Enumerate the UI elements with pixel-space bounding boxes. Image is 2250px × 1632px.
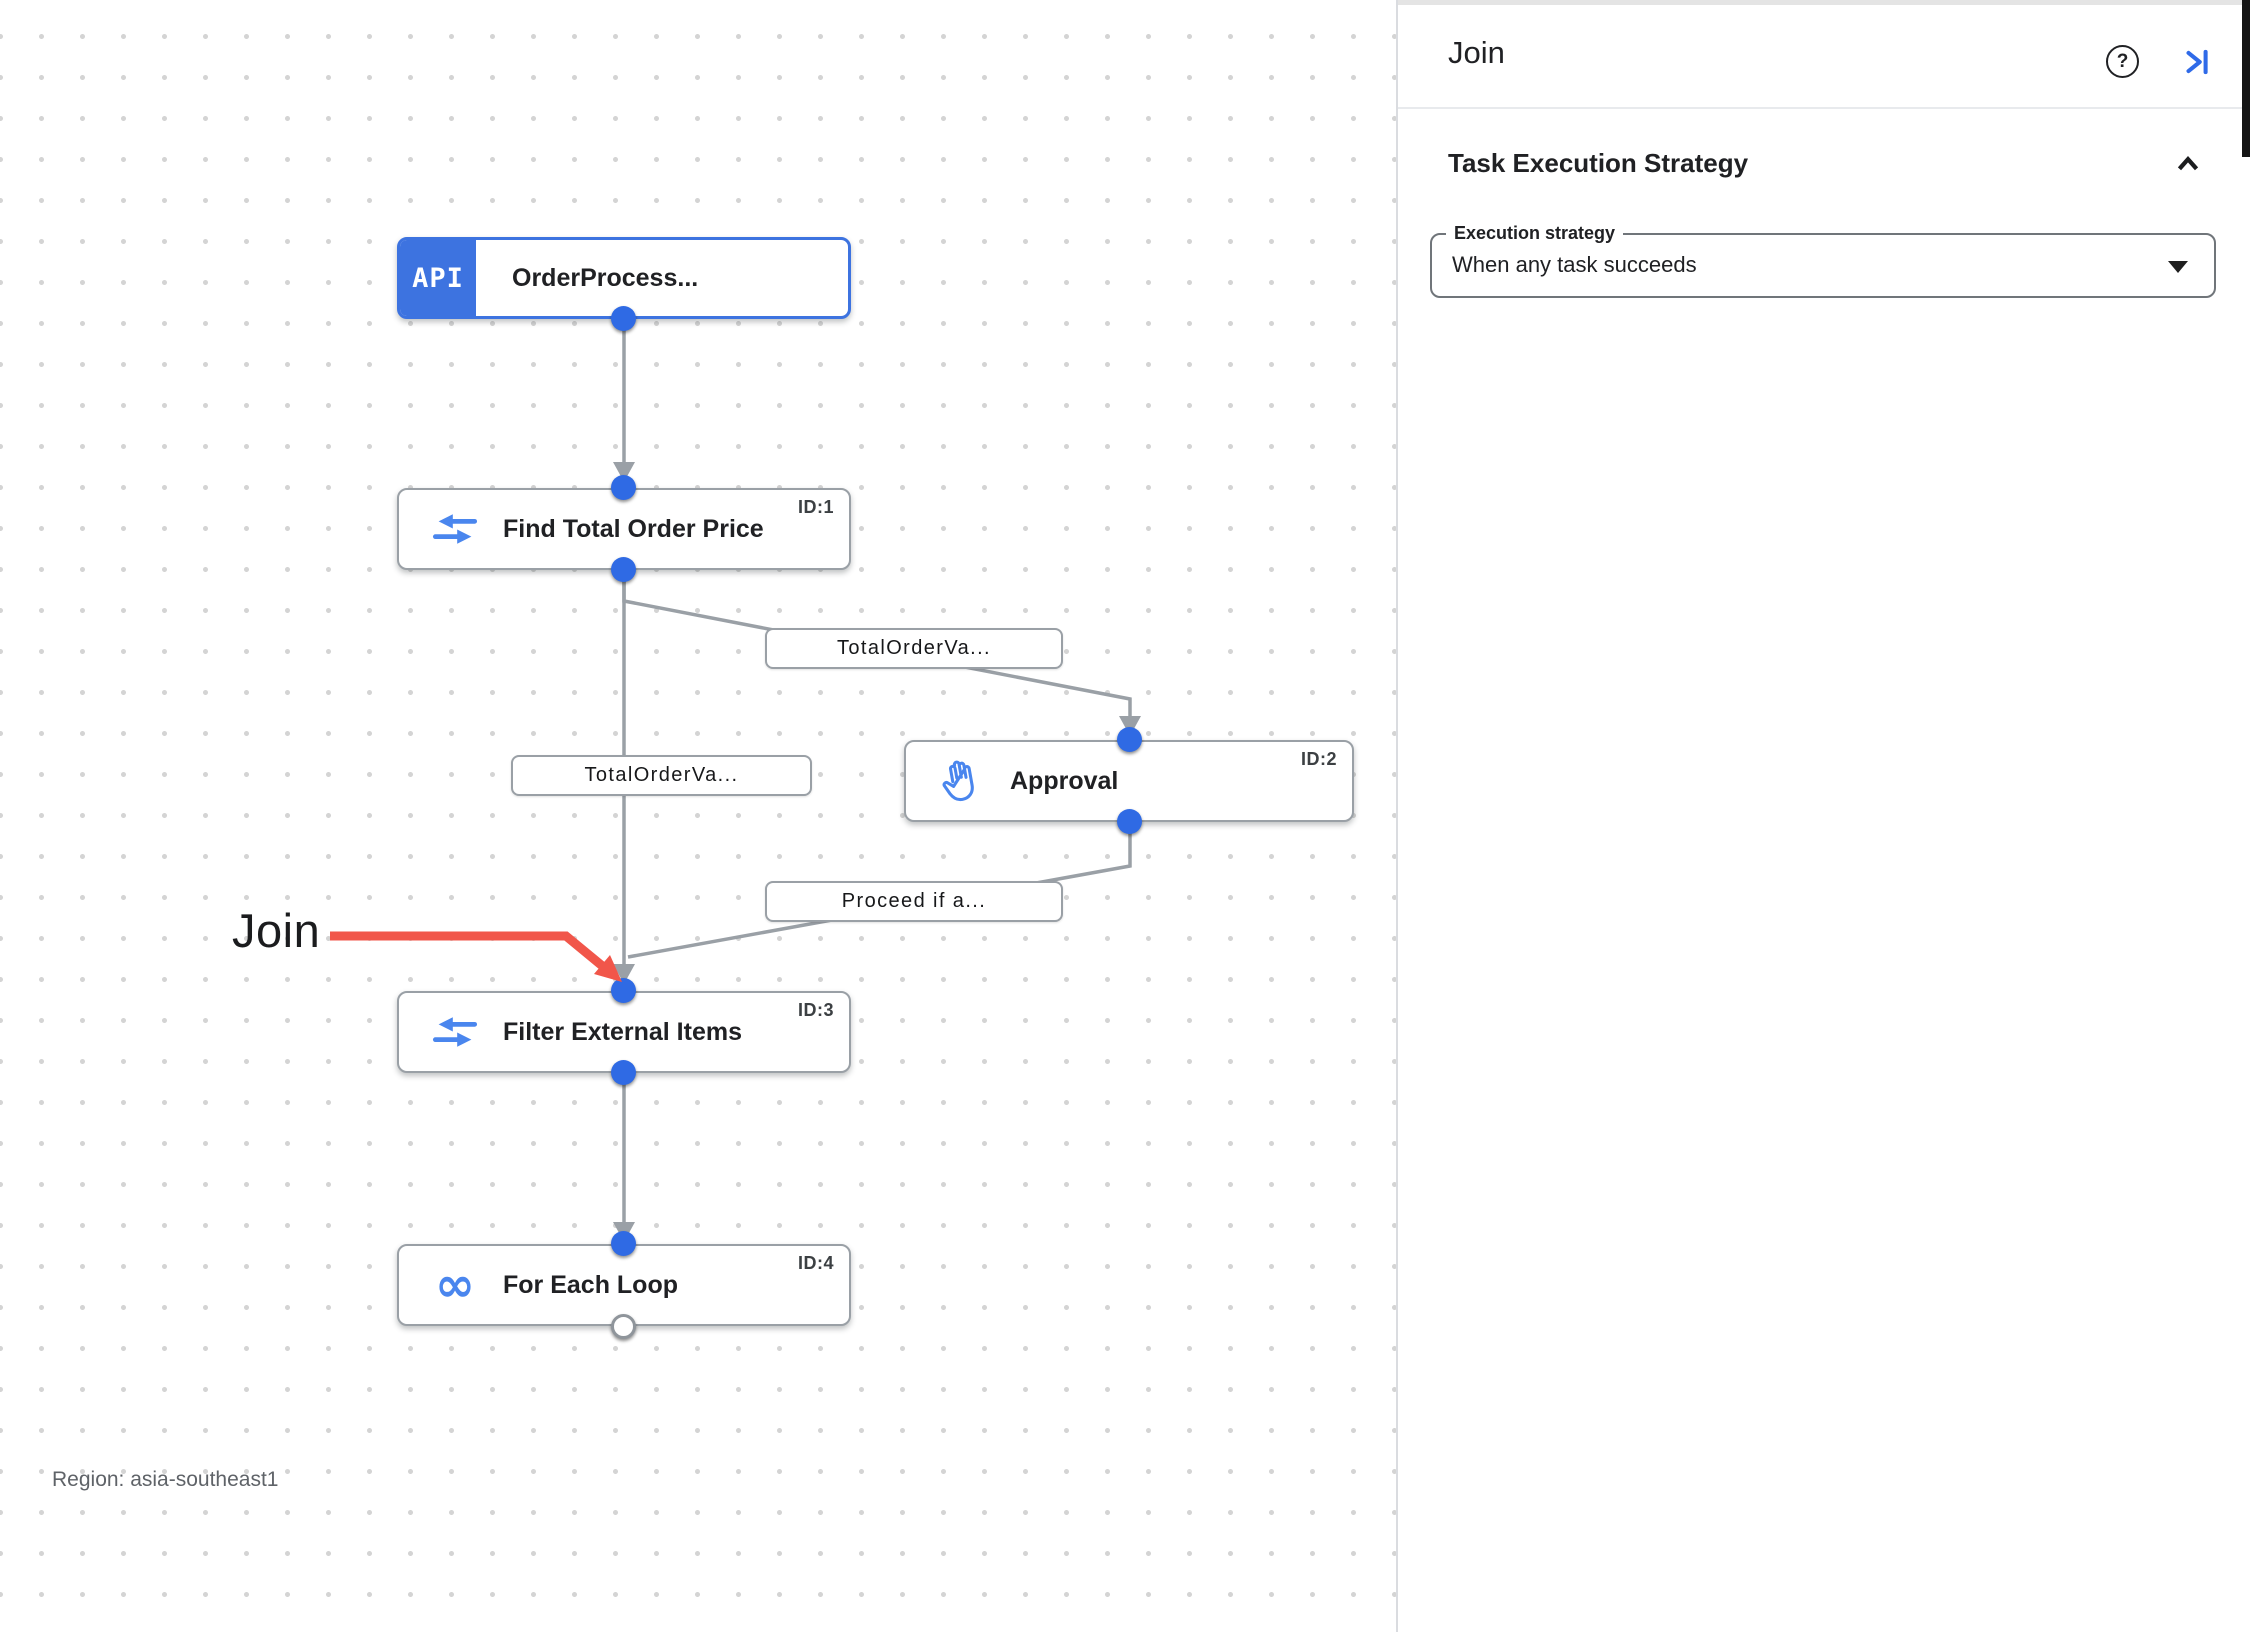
task-title: Approval	[1010, 766, 1119, 795]
dropdown-arrow-icon	[2168, 261, 2188, 273]
region-label: Region: asia-southeast1	[52, 1468, 279, 1491]
approval-hand-icon	[932, 754, 991, 808]
join-annotation-label: Join	[232, 904, 321, 957]
add-connection-port[interactable]	[611, 1314, 636, 1339]
task-node-for-each-loop[interactable]: ID:4 ∞ For Each Loop	[397, 1244, 851, 1326]
task-title: Find Total Order Price	[503, 514, 764, 543]
collapse-panel-icon[interactable]	[2180, 46, 2212, 78]
config-panel-header: Join ?	[1398, 5, 2250, 107]
connector-port[interactable]	[611, 475, 636, 500]
section-title: Task Execution Strategy	[1448, 148, 1749, 178]
connector-port[interactable]	[611, 306, 636, 331]
task-id-label: ID:3	[797, 1000, 834, 1020]
task-title: For Each Loop	[503, 1270, 678, 1299]
for-each-loop-icon: ∞	[435, 1257, 475, 1313]
chevron-up-icon[interactable]	[2172, 148, 2204, 180]
help-glyph: ?	[2116, 50, 2129, 72]
edge-label-total-order-value-1[interactable]: TotalOrderVa...	[765, 628, 1063, 669]
connector-port-join[interactable]	[611, 978, 636, 1003]
edge-label-total-order-value-2[interactable]: TotalOrderVa...	[511, 755, 812, 796]
connector-port[interactable]	[611, 1060, 636, 1085]
task-node-find-total-order-price[interactable]: ID:1 Find Total Order Price	[397, 488, 851, 570]
data-mapping-icon	[429, 510, 481, 548]
config-panel: Join ? Task Execution Strategy Execution…	[1396, 0, 2250, 1632]
task-id-label: ID:4	[797, 1253, 834, 1273]
help-icon[interactable]: ?	[2106, 45, 2139, 78]
task-title: Filter External Items	[503, 1017, 742, 1046]
execution-strategy-value: When any task succeeds	[1452, 252, 1697, 277]
panel-top-divider	[1398, 0, 2250, 5]
api-trigger-icon: API	[400, 240, 480, 316]
task-id-label: ID:1	[797, 497, 834, 517]
connector-port[interactable]	[1117, 809, 1142, 834]
section-task-execution-strategy[interactable]: Task Execution Strategy	[1398, 140, 2250, 190]
execution-strategy-field-label: Execution strategy	[1446, 223, 1624, 244]
connector-port[interactable]	[1117, 727, 1142, 752]
edge-label-proceed-if[interactable]: Proceed if a...	[765, 881, 1063, 922]
task-id-label: ID:2	[1300, 749, 1337, 769]
edge-label-text: TotalOrderVa...	[836, 637, 992, 659]
scrollbar-thumb[interactable]	[2242, 0, 2250, 157]
execution-strategy-select[interactable]: Execution strategy When any task succeed…	[1430, 223, 2216, 298]
join-annotation-arrow	[330, 931, 622, 982]
panel-header-divider	[1398, 107, 2250, 109]
workflow-canvas[interactable]: API OrderProcess... ID:1 Find Total Orde…	[0, 0, 1396, 1632]
trigger-title: OrderProcess...	[512, 263, 699, 292]
connector-port[interactable]	[611, 1231, 636, 1256]
task-node-filter-external-items[interactable]: ID:3 Filter External Items	[397, 991, 851, 1073]
data-mapping-icon	[429, 1013, 481, 1051]
connector-port[interactable]	[611, 557, 636, 582]
edge-label-text: TotalOrderVa...	[584, 764, 739, 786]
panel-title: Join	[1448, 35, 1505, 70]
edge-label-text: Proceed if a...	[841, 890, 987, 912]
